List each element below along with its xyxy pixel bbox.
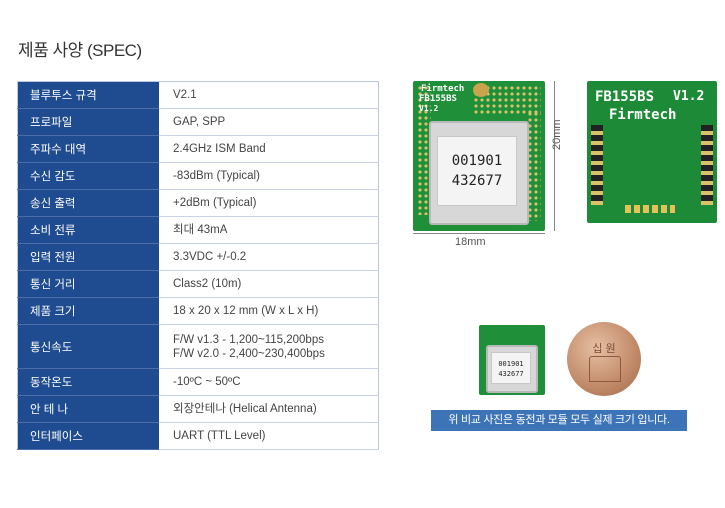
spec-row: 동작온도 -10ºC ~ 50ºC <box>17 368 379 396</box>
back-ver-silk: V1.2 <box>673 89 705 104</box>
spec-row: 안 테 나 외장안테나 (Helical Antenna) <box>17 395 379 423</box>
spec-row: 프로파일 GAP, SPP <box>17 108 379 136</box>
coin-text: 십 원 <box>592 343 616 355</box>
back-brand-silk: Firmtech <box>609 107 677 123</box>
spec-value: V2.1 <box>159 81 379 109</box>
front-ver-silk: V1.2 <box>419 104 439 113</box>
spec-value: 3.3VDC +/-0.2 <box>159 243 379 271</box>
spec-key: 블루투스 규격 <box>17 81 159 109</box>
spec-value-line: -83dBm (Typical) <box>173 170 260 182</box>
spec-value: GAP, SPP <box>159 108 379 136</box>
spec-value: 외장안테나 (Helical Antenna) <box>159 395 379 423</box>
size-comparison-caption: 위 비교 사진은 동전과 모듈 모두 실제 크기 입니다. <box>431 410 687 431</box>
spec-value: 최대 43mA <box>159 216 379 244</box>
spec-row: 소비 전류 최대 43mA <box>17 216 379 244</box>
spec-value: -10ºC ~ 50ºC <box>159 368 379 396</box>
spec-key: 제품 크기 <box>17 297 159 325</box>
spec-row: 입력 전원 3.3VDC +/-0.2 <box>17 243 379 271</box>
pagoda-icon <box>589 356 621 382</box>
left-pin-header <box>591 125 603 205</box>
width-dimension-line <box>413 233 545 234</box>
spec-value: 2.4GHz ISM Band <box>159 135 379 163</box>
spec-row: 블루투스 규격 V2.1 <box>17 81 379 109</box>
ten-won-coin-photo: 십 원 <box>567 322 641 396</box>
spec-row: 수신 감도 -83dBm (Typical) <box>17 162 379 190</box>
bottom-pads <box>625 205 675 213</box>
spec-key: 프로파일 <box>17 108 159 136</box>
spec-value-line: 2.4GHz ISM Band <box>173 143 266 155</box>
front-model-silk: FB155BS <box>419 94 457 104</box>
spec-value: UART (TTL Level) <box>159 422 379 450</box>
module-back-photo: FB155BS V1.2 Firmtech <box>587 81 717 223</box>
spec-value-line: GAP, SPP <box>173 116 226 128</box>
spec-value-line: Class2 (10m) <box>173 278 242 290</box>
width-dimension-label: 18mm <box>455 236 486 248</box>
spec-value: 18 x 20 x 12 mm (W x L x H) <box>159 297 379 325</box>
module-front-photo: Firmtech FB155BS V1.2 001901 432677 <box>413 81 545 231</box>
spec-value-line: 18 x 20 x 12 mm (W x L x H) <box>173 305 319 317</box>
front-brand-silk: Firmtech <box>421 84 465 94</box>
right-pin-header <box>701 125 713 205</box>
front-serial-label: 001901 432677 <box>437 136 517 206</box>
spec-key: 송신 출력 <box>17 189 159 217</box>
spec-key: 소비 전류 <box>17 216 159 244</box>
spec-key: 동작온도 <box>17 368 159 396</box>
spec-value-line: F/W v1.3 - 1,200~115,200bps <box>173 333 324 346</box>
spec-value-line: 최대 43mA <box>173 224 228 236</box>
spec-value-line: 외장안테나 (Helical Antenna) <box>173 403 317 415</box>
page-title: 제품 사양 (SPEC) <box>18 41 142 60</box>
spec-value-line: F/W v2.0 - 2,400~230,400bps <box>173 347 325 360</box>
height-dimension-label: 20mm <box>551 119 563 150</box>
spec-row: 송신 출력 +2dBm (Typical) <box>17 189 379 217</box>
spec-key: 수신 감도 <box>17 162 159 190</box>
spec-row: 제품 크기 18 x 20 x 12 mm (W x L x H) <box>17 297 379 325</box>
spec-row: 통신 거리 Class2 (10m) <box>17 270 379 298</box>
spec-value-line: 3.3VDC +/-0.2 <box>173 251 247 263</box>
spec-value-line: V2.1 <box>173 89 197 101</box>
spec-row: 주파수 대역 2.4GHz ISM Band <box>17 135 379 163</box>
spec-key: 인터페이스 <box>17 422 159 450</box>
spec-value-line: UART (TTL Level) <box>173 430 266 442</box>
antenna-connector-icon <box>473 83 489 97</box>
spec-value: -83dBm (Typical) <box>159 162 379 190</box>
small-serial-label: 001901 432677 <box>491 352 531 384</box>
spec-key: 안 테 나 <box>17 395 159 423</box>
spec-value: Class2 (10m) <box>159 270 379 298</box>
spec-value-line: +2dBm (Typical) <box>173 197 257 209</box>
spec-table: 블루투스 규격 V2.1 프로파일 GAP, SPP 주파수 대역 2.4GHz ISM … <box>17 81 379 450</box>
spec-value: +2dBm (Typical) <box>159 189 379 217</box>
spec-key: 통신속도 <box>17 324 159 369</box>
module-actual-size-photo: 001901 432677 <box>479 325 545 395</box>
back-model-silk: FB155BS <box>595 89 655 105</box>
spec-value-line: -10ºC ~ 50ºC <box>173 376 241 388</box>
spec-row: 인터페이스 UART (TTL Level) <box>17 422 379 450</box>
spec-key: 통신 거리 <box>17 270 159 298</box>
height-dimension-line <box>554 81 555 231</box>
spec-key: 입력 전원 <box>17 243 159 271</box>
spec-key: 주파수 대역 <box>17 135 159 163</box>
